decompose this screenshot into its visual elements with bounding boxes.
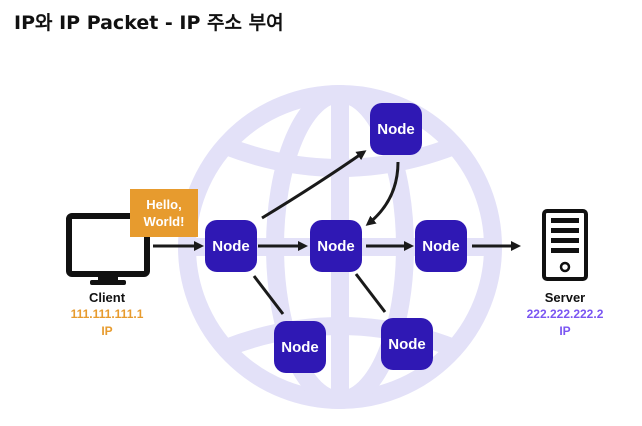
node-box: Node: [310, 220, 362, 272]
node-box: Node: [415, 220, 467, 272]
server-name: Server: [544, 290, 586, 305]
client-ip-tag: IP: [101, 324, 113, 338]
client-ip: 111.111.111.1: [70, 307, 144, 321]
node-label: Node: [317, 237, 355, 255]
server-ip: 222.222.222.2: [526, 307, 604, 321]
client-name: Client: [88, 290, 126, 305]
message-packet: Hello, World!: [130, 189, 198, 237]
node-label: Node: [377, 120, 415, 138]
arrow-node1-to-node2: [261, 150, 367, 220]
node-label: Node: [388, 335, 426, 353]
link-node3-to-node6: [354, 273, 387, 313]
node-box: Node: [381, 318, 433, 370]
node-box: Node: [205, 220, 257, 272]
page-title: IP와 IP Packet - IP 주소 부여: [14, 12, 284, 34]
node-box: Node: [274, 321, 326, 373]
monitor-icon: [66, 213, 150, 285]
message-line1: Hello,: [146, 197, 182, 212]
node-label: Node: [422, 237, 460, 255]
server-ip-tag: IP: [559, 324, 571, 338]
arrow-node2-to-node3: [365, 161, 400, 226]
link-node1-to-node5: [252, 275, 285, 315]
node-box: Node: [370, 103, 422, 155]
server-label: Server 222.222.222.2 IP: [505, 289, 625, 340]
message-line2: World!: [143, 214, 185, 229]
node-label: Node: [212, 237, 250, 255]
client-label: Client 111.111.111.1 IP: [52, 289, 162, 340]
server-icon: [542, 209, 588, 281]
node-label: Node: [281, 338, 319, 356]
